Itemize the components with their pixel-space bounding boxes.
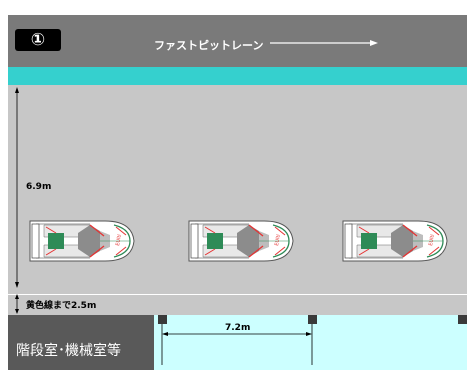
yellow-line-boundary [8,294,467,295]
diagram-graphics: EUlti EUlti EUlti [15,40,448,365]
car-livery-text: EUlti [115,234,123,246]
depth-label: 6.9m [26,182,52,192]
race-car: EUlti [342,220,448,262]
garage-area [154,315,467,370]
teal-stripe [8,67,467,85]
race-car: EUlti [188,220,294,262]
section-number-badge: ① [15,29,61,51]
pillar [308,315,317,324]
depth-dimension-line [15,87,19,288]
pit-layout-diagram: ① ファストピットレーン 階段室･機械室等 [8,15,467,370]
stair-machine-room-block [8,315,154,370]
lane-direction-arrow [270,40,378,46]
fast-pit-lane [8,15,467,67]
car-livery-text: EUlti [274,234,282,246]
pillar [458,315,467,324]
room-label: 階段室･機械室等 [16,343,121,359]
car-livery-text: EUlti [428,234,436,246]
yellow-line-dimension [15,294,19,314]
pillar [158,315,167,324]
spacing-dimension-line [161,324,313,365]
race-car: EUlti [29,220,135,262]
pit-area [8,85,467,325]
yellow-line-label: 黄色線まで2.5m [26,301,97,311]
spacing-label: 7.2m [225,323,251,333]
lane-label: ファストピットレーン [154,39,264,52]
